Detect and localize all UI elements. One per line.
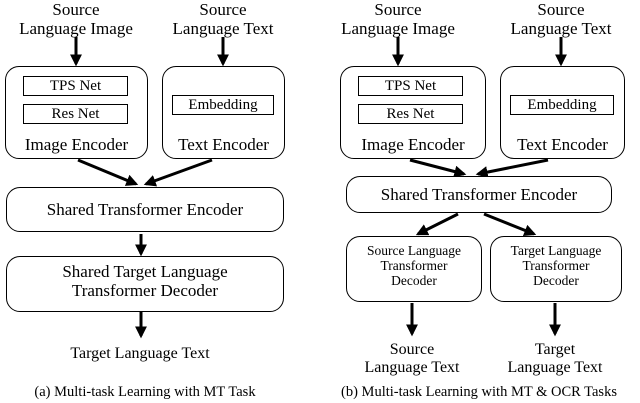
target-decoder-box-right: Target Language Transformer Decoder	[490, 236, 622, 302]
source-image-label-left: Source Language Image	[16, 0, 136, 38]
embedding-box-right: Embedding	[510, 95, 614, 115]
res-net-box-right: Res Net	[358, 104, 463, 124]
source-decoder-label-line-1: Source Language	[366, 243, 462, 258]
arrow-shared-to-source-decoder-right	[415, 212, 459, 236]
res-net-label: Res Net	[51, 106, 100, 122]
source-text-label-line-2: Language Text	[510, 19, 612, 39]
image-encoder-label-left: Image Encoder	[24, 135, 129, 154]
shared-encoder-box-left: Shared Transformer Encoder	[6, 187, 284, 232]
arrow-text-encoder-to-shared-left	[143, 158, 213, 187]
image-encoder-label-right: Image Encoder	[361, 135, 465, 154]
res-net-box-left: Res Net	[23, 104, 128, 124]
shared-decoder-label-line-2: Transformer Decoder	[71, 281, 219, 301]
source-output-line-1: Source	[389, 341, 435, 358]
image-encoder-box-left: TPS Net Res Net Image Encoder	[5, 66, 148, 159]
source-text-label-line-1: Source	[199, 0, 247, 19]
source-image-label-line-2: Language Image	[341, 19, 455, 39]
source-image-label-right: Source Language Image	[338, 0, 458, 38]
shared-encoder-label-left: Shared Transformer Encoder	[46, 200, 244, 219]
caption-left: (a) Multi-task Learning with MT Task	[34, 384, 256, 400]
source-text-label-left: Source Language Text	[163, 0, 283, 38]
source-image-label-line-1: Source	[52, 0, 100, 19]
target-output-line-2: Language Text	[507, 358, 603, 376]
source-decoder-label-line-3: Decoder	[391, 273, 437, 289]
source-image-label-line-2: Language Image	[19, 19, 133, 39]
target-output-line-1: Target	[534, 341, 576, 358]
source-text-output-right: Source Language Text	[354, 341, 470, 377]
text-encoder-label-left: Text Encoder	[178, 135, 269, 154]
embedding-label: Embedding	[188, 97, 258, 113]
source-text-label-right: Source Language Text	[501, 0, 621, 38]
arrow-image-encoder-to-shared-left	[77, 158, 139, 186]
caption-right: (b) Multi-task Learning with MT & OCR Ta…	[341, 384, 617, 400]
tps-net-label: TPS Net	[49, 78, 102, 94]
source-text-label-line-2: Language Text	[172, 19, 274, 39]
embedding-box-left: Embedding	[172, 95, 274, 115]
tps-net-label: TPS Net	[384, 78, 437, 94]
source-decoder-label-line-2: Transformer	[380, 258, 448, 274]
text-encoder-label-right: Text Encoder	[517, 135, 608, 154]
target-text-output-right: Target Language Text	[497, 341, 613, 377]
source-output-line-2: Language Text	[364, 358, 460, 376]
target-text-output-left: Target Language Text	[70, 345, 210, 362]
target-decoder-label-line-1: Target Language	[510, 243, 602, 258]
embedding-label: Embedding	[527, 97, 597, 113]
tps-net-box-right: TPS Net	[358, 76, 463, 96]
shared-decoder-box-left: Shared Target Language Transformer Decod…	[6, 256, 284, 312]
text-encoder-box-left: Embedding Text Encoder	[162, 66, 285, 159]
arrow-shared-to-target-decoder-right	[483, 212, 537, 237]
source-image-label-line-1: Source	[374, 0, 422, 19]
shared-decoder-label-line-1: Shared Target Language	[62, 262, 228, 281]
tps-net-box-left: TPS Net	[23, 76, 128, 96]
arrow-text-encoder-to-shared-right	[475, 158, 549, 179]
source-decoder-box-right: Source Language Transformer Decoder	[346, 236, 482, 302]
res-net-label: Res Net	[386, 106, 435, 122]
source-text-label-line-1: Source	[537, 0, 585, 19]
shared-encoder-box-right: Shared Transformer Encoder	[346, 176, 612, 213]
image-encoder-box-right: TPS Net Res Net Image Encoder	[340, 66, 486, 159]
text-encoder-box-right: Embedding Text Encoder	[500, 66, 625, 159]
target-decoder-label-line-3: Decoder	[533, 273, 579, 289]
arrow-image-encoder-to-shared-right	[409, 158, 467, 178]
shared-encoder-label-right: Shared Transformer Encoder	[380, 185, 578, 204]
target-decoder-label-line-2: Transformer	[522, 258, 590, 274]
